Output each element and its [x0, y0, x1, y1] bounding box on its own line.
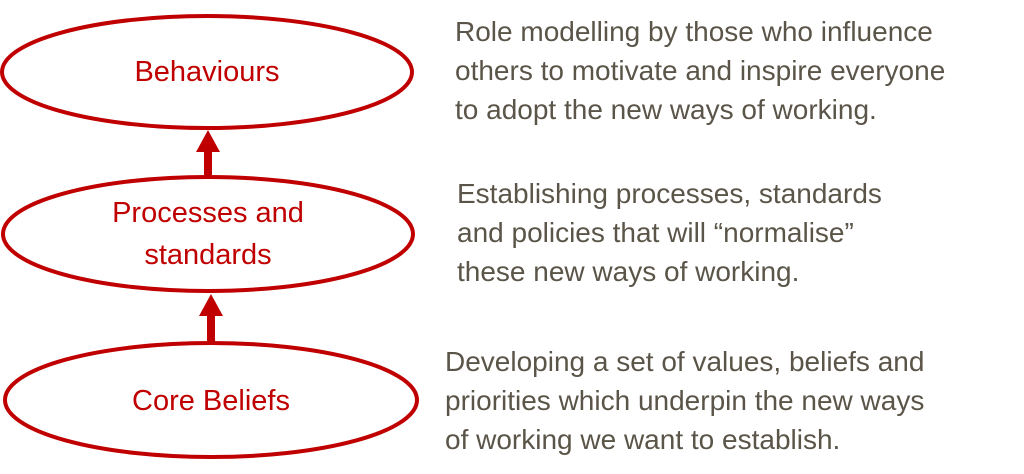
- processes-description: Establishing processes, standards and po…: [457, 174, 882, 291]
- processes-label: Processes and standards: [58, 192, 358, 276]
- behaviours-description: Role modelling by those who influence ot…: [455, 12, 945, 129]
- description-line: Developing a set of values, beliefs and: [445, 346, 925, 377]
- description-line: others to motivate and inspire everyone: [455, 55, 946, 86]
- arrow-up-icon: [196, 130, 220, 177]
- label-line: standards: [144, 239, 272, 271]
- description-line: and policies that will “normalise”: [457, 217, 854, 248]
- label-line: Core Beliefs: [132, 385, 290, 417]
- behaviours-label: Behaviours: [57, 51, 357, 93]
- arrow-up-icon: [199, 294, 223, 343]
- description-line: of working we want to establish.: [445, 424, 841, 455]
- description-line: Establishing processes, standards: [457, 178, 882, 209]
- behaviours-ellipse: [0, 14, 414, 130]
- description-line: priorities which underpin the new ways: [445, 385, 925, 416]
- core-beliefs-description: Developing a set of values, beliefs and …: [445, 342, 924, 459]
- description-line: these new ways of working.: [457, 256, 800, 287]
- description-line: to adopt the new ways of working.: [455, 94, 877, 125]
- label-line: Processes and: [112, 197, 304, 229]
- core-beliefs-label: Core Beliefs: [61, 380, 361, 422]
- label-line: Behaviours: [134, 56, 280, 88]
- description-line: Role modelling by those who influence: [455, 16, 933, 47]
